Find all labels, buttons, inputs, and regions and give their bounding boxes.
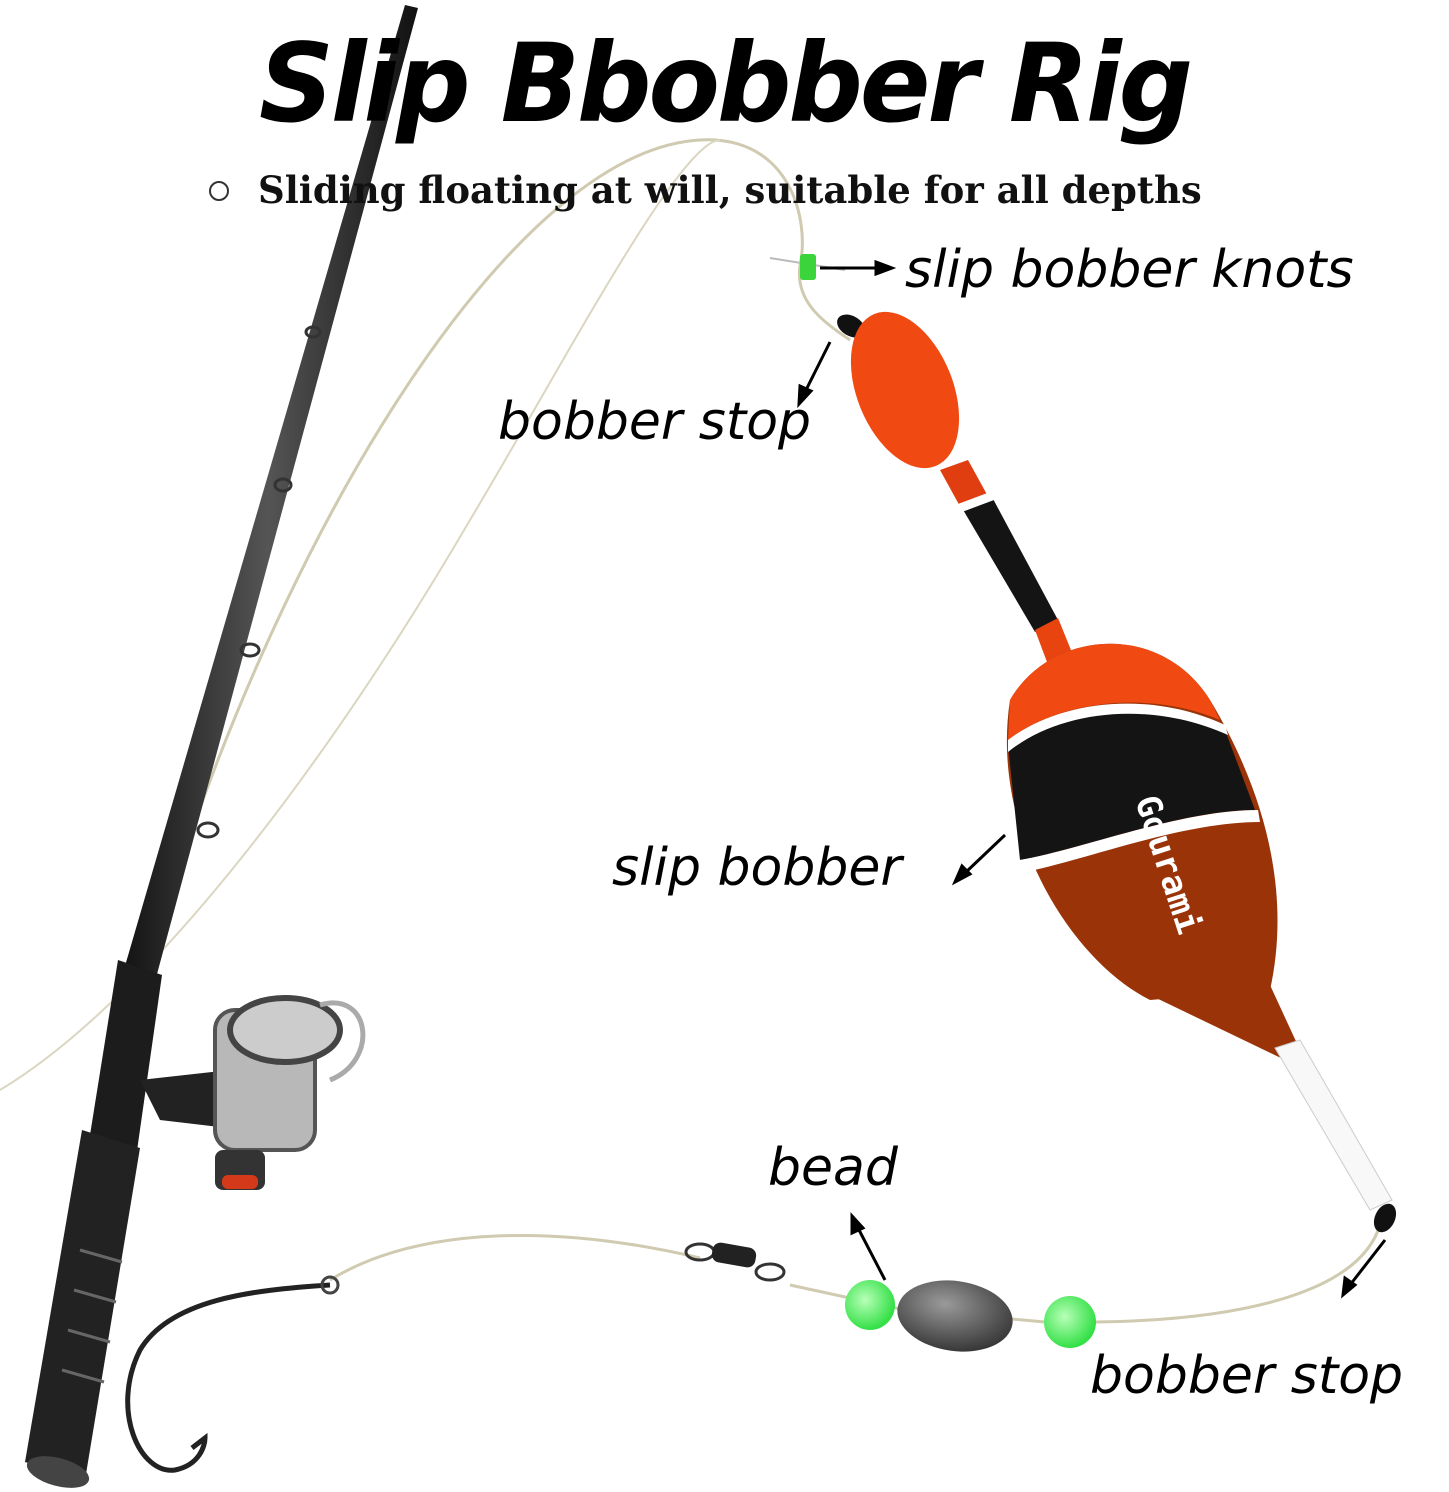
swivel: [684, 1242, 786, 1282]
rod-guides: [196, 325, 322, 839]
fishing-hook: [125, 1282, 331, 1473]
bead-right: [1044, 1296, 1096, 1348]
slip-bobber-knot: [800, 254, 816, 280]
label-bead: bead: [768, 1138, 898, 1198]
sinker: [897, 1280, 1013, 1352]
page-title: Slip Bbobber Rig: [258, 18, 1193, 148]
label-bobber-stop-bottom: bobber stop: [1090, 1346, 1404, 1406]
slip-bobber: Gourami: [850, 311, 1393, 1211]
bullet-circle-icon: [209, 181, 229, 201]
bead-left: [845, 1280, 895, 1330]
subtitle: Sliding floating at will, suitable for a…: [258, 168, 1202, 212]
fishing-line-tail: [0, 139, 721, 1091]
bobber-stop-bottom: [1373, 1203, 1397, 1233]
arrows: [797, 259, 1387, 1299]
fishing-rod: [25, 5, 418, 1488]
label-slip-bobber: slip bobber: [612, 838, 902, 898]
label-slip-bobber-knots: slip bobber knots: [905, 240, 1354, 300]
fishing-line: [173, 138, 851, 881]
label-bobber-stop-top: bobber stop: [498, 392, 812, 452]
spinning-reel: [140, 995, 366, 1190]
